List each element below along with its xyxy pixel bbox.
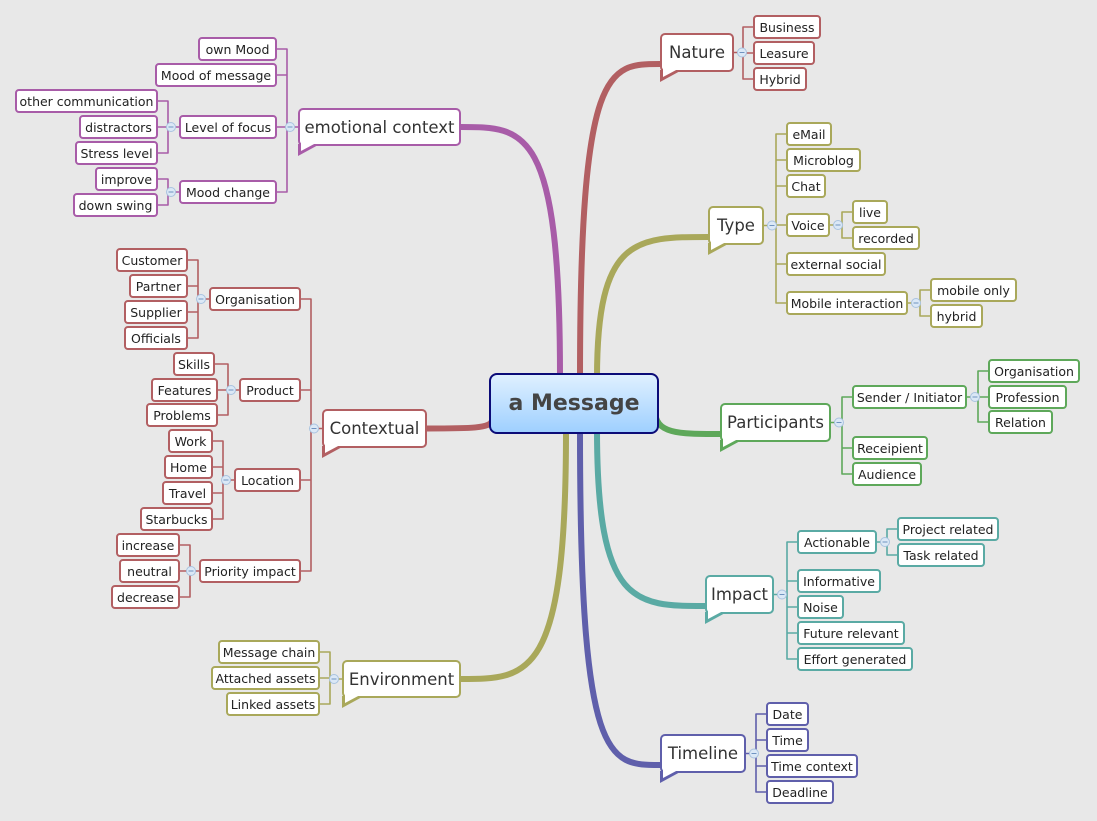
- central-topic-label: a Message: [508, 391, 640, 416]
- subtopic-receipient[interactable]: Receipient: [852, 436, 928, 460]
- main-topic-emotional-context[interactable]: emotional context: [298, 108, 461, 156]
- subtopic-distractors[interactable]: distractors: [79, 115, 158, 139]
- subtopic-improve[interactable]: improve: [95, 167, 158, 191]
- subtopic-informative[interactable]: Informative: [797, 569, 881, 593]
- subtopic-neutral[interactable]: neutral: [119, 559, 180, 583]
- branch-connector-timeline: [577, 429, 663, 768]
- subtopic-connector: [830, 396, 853, 475]
- subtopic-live[interactable]: live: [852, 200, 888, 224]
- subtopic-hybrid[interactable]: hybrid: [930, 304, 983, 328]
- subtopic-level-of-focus[interactable]: Level of focus: [179, 115, 277, 139]
- subtopic-microblog[interactable]: Microblog: [786, 148, 861, 172]
- subtopic-increase[interactable]: increase: [116, 533, 180, 557]
- subtopic-mood-change[interactable]: Mood change: [179, 180, 277, 204]
- subtopic-starbucks[interactable]: Starbucks: [140, 507, 213, 531]
- main-topic-contextual[interactable]: Contextual: [322, 409, 427, 458]
- subtopic-attached-assets[interactable]: Attached assets: [211, 666, 320, 690]
- subtopic-travel[interactable]: Travel: [162, 481, 213, 505]
- subtopic-home[interactable]: Home: [164, 455, 213, 479]
- subtopic-task-related[interactable]: Task related: [897, 543, 985, 567]
- main-topic-environment[interactable]: Environment: [342, 660, 461, 708]
- subtopic-mobile-only[interactable]: mobile only: [930, 278, 1017, 302]
- main-topic-nature[interactable]: Nature: [660, 33, 734, 82]
- subtopic-hybrid[interactable]: Hybrid: [753, 67, 807, 91]
- subtopic-decrease[interactable]: decrease: [111, 585, 180, 609]
- subtopic-actionable[interactable]: Actionable: [797, 530, 877, 554]
- subtopic-down-swing[interactable]: down swing: [73, 193, 158, 217]
- subtopic-sender-initiator[interactable]: Sender / Initiator: [852, 385, 967, 409]
- subtopic-effort-generated[interactable]: Effort generated: [797, 647, 913, 671]
- subtopic-deadline[interactable]: Deadline: [766, 780, 834, 804]
- subtopic-chat[interactable]: Chat: [786, 174, 826, 198]
- subtopic-time-context[interactable]: Time context: [766, 754, 858, 778]
- subtopic-mobile-interaction[interactable]: Mobile interaction: [786, 291, 908, 315]
- subtopic-features[interactable]: Features: [151, 378, 218, 402]
- subtopic-date[interactable]: Date: [766, 702, 809, 726]
- central-topic[interactable]: a Message: [489, 373, 659, 434]
- subtopic-work[interactable]: Work: [168, 429, 213, 453]
- branch-connector-environment: [458, 429, 569, 682]
- subtopic-project-related[interactable]: Project related: [897, 517, 999, 541]
- subtopic-problems[interactable]: Problems: [146, 403, 218, 427]
- subtopic-skills[interactable]: Skills: [173, 352, 215, 376]
- subtopic-audience[interactable]: Audience: [852, 462, 922, 486]
- branch-connector-contextual: [424, 417, 495, 432]
- subtopic-message-chain[interactable]: Message chain: [218, 640, 320, 664]
- subtopic-organisation[interactable]: Organisation: [988, 359, 1080, 383]
- subtopic-connector: [773, 541, 798, 660]
- main-topic-impact[interactable]: Impact: [705, 575, 774, 624]
- subtopic-connector: [276, 48, 299, 193]
- subtopic-priority-impact[interactable]: Priority impact: [199, 559, 301, 583]
- subtopic-business[interactable]: Business: [753, 15, 821, 39]
- subtopic-mood-of-message[interactable]: Mood of message: [155, 63, 277, 87]
- branch-connector-participants: [652, 407, 723, 437]
- subtopic-connector: [300, 298, 323, 572]
- main-topic-participants[interactable]: Participants: [720, 403, 831, 452]
- subtopic-officials[interactable]: Officials: [124, 326, 188, 350]
- subtopic-leasure[interactable]: Leasure: [753, 41, 815, 65]
- main-topic-timeline[interactable]: Timeline: [660, 734, 746, 783]
- subtopic-voice[interactable]: Voice: [786, 213, 830, 237]
- subtopic-email[interactable]: eMail: [786, 122, 832, 146]
- subtopic-own-mood[interactable]: own Mood: [198, 37, 277, 61]
- branch-connector-impact: [594, 427, 708, 609]
- subtopic-noise[interactable]: Noise: [797, 595, 844, 619]
- subtopic-relation[interactable]: Relation: [988, 410, 1053, 434]
- subtopic-location[interactable]: Location: [234, 468, 301, 492]
- subtopic-profession[interactable]: Profession: [988, 385, 1067, 409]
- subtopic-linked-assets[interactable]: Linked assets: [226, 692, 320, 716]
- subtopic-connector: [763, 133, 787, 304]
- branch-connector-emotional: [458, 124, 563, 379]
- main-topic-type[interactable]: Type: [708, 206, 764, 255]
- subtopic-product[interactable]: Product: [239, 378, 301, 402]
- branch-connector-nature: [577, 61, 663, 381]
- subtopic-stress-level[interactable]: Stress level: [75, 141, 158, 165]
- subtopic-future-relevant[interactable]: Future relevant: [797, 621, 905, 645]
- subtopic-time[interactable]: Time: [766, 728, 809, 752]
- subtopic-partner[interactable]: Partner: [129, 274, 188, 298]
- subtopic-other-communication[interactable]: other communication: [15, 89, 158, 113]
- branch-connector-type: [594, 234, 711, 381]
- subtopic-external-social[interactable]: external social: [786, 252, 886, 276]
- subtopic-customer[interactable]: Customer: [116, 248, 188, 272]
- subtopic-supplier[interactable]: Supplier: [124, 300, 188, 324]
- subtopic-organisation[interactable]: Organisation: [209, 287, 301, 311]
- subtopic-recorded[interactable]: recorded: [852, 226, 920, 250]
